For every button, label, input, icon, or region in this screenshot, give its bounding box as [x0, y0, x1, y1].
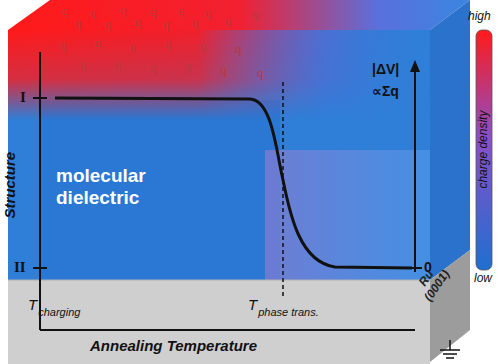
- axis-tick: phase trans.: [258, 306, 319, 318]
- charge-symbol: q: [62, 4, 69, 18]
- charge-symbol: q: [90, 6, 97, 20]
- colorbar-label: high: [468, 10, 491, 23]
- material-label: molecular dielectric: [56, 165, 176, 209]
- voltage-curve: [55, 98, 412, 268]
- charge-region: [8, 30, 430, 120]
- charge-symbol: q: [185, 59, 192, 73]
- axis-tick: T: [28, 297, 37, 314]
- voltage-axis: [414, 70, 416, 272]
- charge-symbol: q: [225, 14, 232, 28]
- charge-symbol: q: [235, 42, 242, 56]
- axis-title: Annealing Temperature: [90, 338, 257, 355]
- structure-axis: [39, 52, 41, 330]
- charge-symbol: q: [120, 3, 127, 17]
- substrate-front: [8, 280, 430, 364]
- charge-symbol: q: [257, 66, 264, 80]
- charge-symbol: q: [205, 6, 212, 20]
- charge-symbol: q: [75, 16, 82, 30]
- discharged-region: [265, 150, 430, 280]
- dielectric-region: [40, 100, 280, 280]
- structure-level: II: [14, 259, 26, 276]
- charge-symbol: q: [135, 15, 142, 29]
- substrate-side: [430, 250, 470, 362]
- charge-symbol: q: [163, 17, 170, 31]
- charge-symbol: q: [192, 16, 199, 30]
- charge-symbol: q: [178, 4, 185, 18]
- ground-symbol: [449, 340, 451, 350]
- temperature-axis: [40, 329, 415, 331]
- charge-symbol: q: [150, 5, 157, 19]
- colorbar-title: charge density: [477, 111, 490, 189]
- colorbar-label: low: [474, 272, 492, 285]
- axis-tick: charging: [38, 306, 80, 318]
- axis-tick: T: [248, 297, 257, 314]
- side-face: [430, 0, 470, 280]
- colorbar: [476, 30, 492, 270]
- axis-title: |ΔV|: [372, 62, 399, 77]
- charge-symbol: q: [150, 61, 157, 75]
- structure-level: I: [20, 89, 26, 106]
- top-face: [8, 0, 470, 30]
- charge-symbol: q: [220, 63, 227, 77]
- charge-symbol: q: [115, 57, 122, 71]
- axis-title: Structure: [2, 152, 19, 219]
- charge-symbol: q: [252, 7, 259, 21]
- axis-title: ∝Σq: [372, 84, 399, 99]
- charge-symbol: q: [95, 36, 102, 50]
- charge-symbol: q: [130, 40, 137, 54]
- charge-symbol: q: [60, 38, 67, 52]
- charge-symbol: q: [80, 58, 87, 72]
- charge-symbol: q: [200, 39, 207, 53]
- charge-symbol: q: [165, 37, 172, 51]
- front-face: [8, 30, 430, 280]
- charge-symbol: q: [105, 17, 112, 31]
